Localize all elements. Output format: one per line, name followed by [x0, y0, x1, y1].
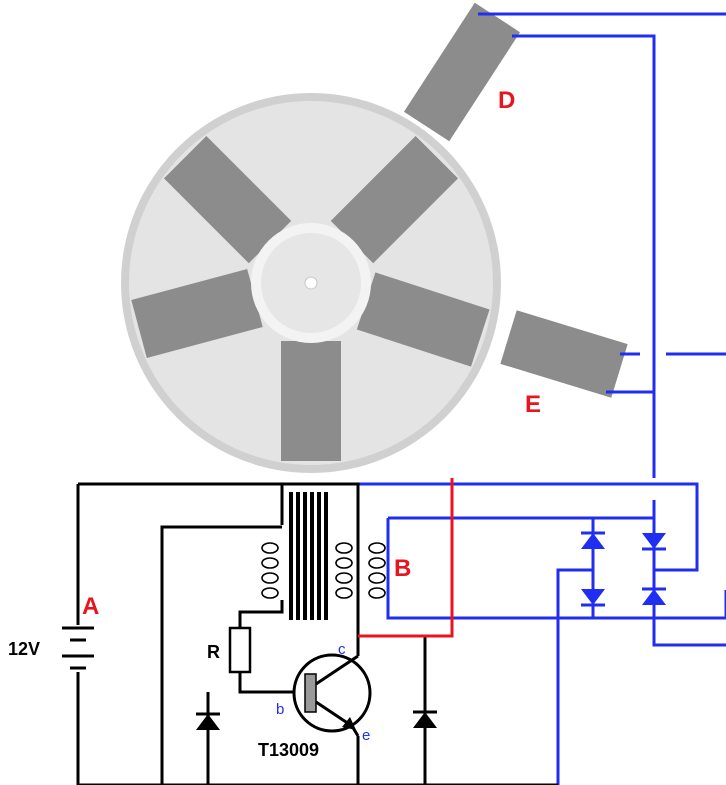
rotor-magnet-5 [131, 268, 263, 359]
label-transistor: T13009 [258, 740, 319, 760]
winding-primary-left [261, 542, 279, 599]
label-base: b [276, 701, 284, 718]
transformer-core [289, 492, 328, 620]
diode-collector [413, 710, 437, 728]
rotor-magnet-3 [356, 272, 490, 367]
bridge-diode-1 [581, 531, 605, 549]
coil-d-block [403, 2, 521, 142]
black-wiring [76, 482, 558, 785]
label-a: A [82, 593, 99, 620]
rotor-magnet-4 [281, 341, 341, 461]
winding-secondary-1 [335, 542, 353, 599]
blue-wiring [358, 12, 726, 785]
label-voltage: 12V [8, 639, 40, 659]
diode-base [196, 712, 220, 730]
bridge-diode-3 [642, 533, 666, 551]
transistor [292, 640, 372, 737]
transistor-collector-lead [315, 654, 359, 686]
bridge-diode-4 [642, 587, 666, 605]
rotor-axle [304, 276, 318, 290]
stator-coil-d [403, 2, 521, 142]
winding-secondary-2 [368, 542, 386, 599]
collector-wire [358, 478, 454, 638]
battery-symbol [62, 626, 94, 670]
transistor-base-plate [304, 673, 317, 713]
bridge-diode-2 [581, 589, 605, 607]
rectifier-bridge [581, 531, 666, 607]
rotor [121, 93, 501, 473]
label-emitter: e [362, 727, 370, 744]
label-b: B [394, 555, 411, 582]
resistor-r [228, 626, 252, 674]
rotor-magnets [131, 135, 490, 461]
stator-coil-e [500, 310, 628, 398]
label-resistor: R [207, 642, 220, 662]
coil-e-block [500, 310, 628, 398]
label-d: D [498, 87, 515, 114]
rotor-magnet-2 [330, 135, 459, 264]
label-e: E [525, 391, 541, 418]
rotor-magnet-1 [163, 135, 292, 264]
label-collector: c [338, 641, 346, 658]
